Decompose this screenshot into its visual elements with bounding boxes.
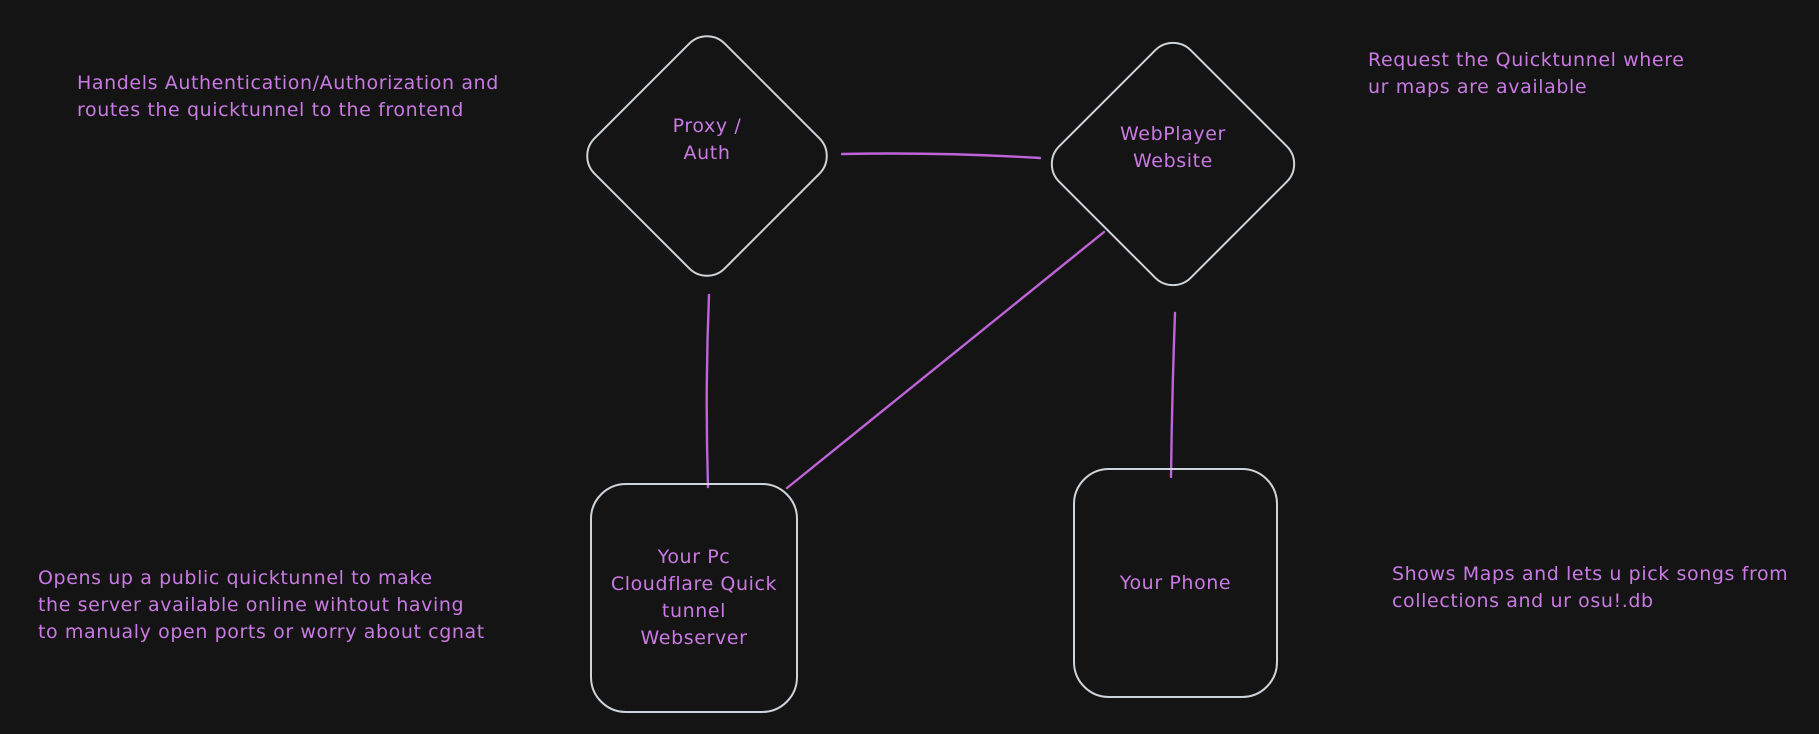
node-proxy-auth-label: Proxy / Auth [672,115,742,164]
edge-proxy-your-pc[interactable] [705,293,711,489]
annotation-tunnel-note[interactable]: Opens up a public quicktunnel to make th… [38,567,485,643]
node-webplayer-website-label: WebPlayer Website [1120,123,1226,172]
node-your-pc-label: Your Pc Cloudflare Quick tunnel Webserve… [610,546,778,649]
node-your-pc[interactable] [590,483,798,713]
edge-webplayer-your-pc[interactable] [785,230,1106,490]
annotation-webplayer-note[interactable]: Request the Quicktunnel where ur maps ar… [1368,49,1685,98]
annotation-proxy-note[interactable]: Handels Authentication/Authorization and… [77,72,499,121]
edge-webplayer-your-phone[interactable] [1169,311,1177,479]
node-your-phone-label: Your Phone [1119,572,1232,594]
edge-proxy-webplayer[interactable] [840,152,1042,160]
node-your-phone[interactable] [1073,468,1278,698]
annotation-phone-note[interactable]: Shows Maps and lets u pick songs from co… [1392,563,1789,612]
